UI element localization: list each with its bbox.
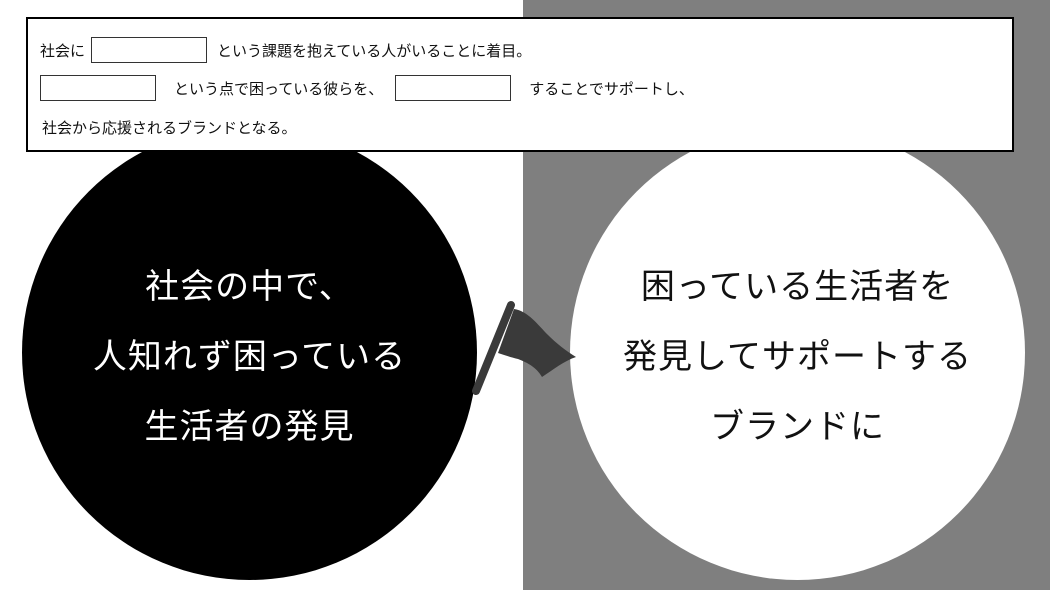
prompt-line-3-text: 社会から応援されるブランドとなる。: [42, 119, 297, 137]
prompt-line-1-after: という課題を抱えている人がいることに着目。: [217, 41, 532, 60]
right-circle-line-1: 困っている生活者を: [640, 266, 955, 307]
prompt-line-2: という点で困っている彼らを、 することでサポートし、: [40, 75, 694, 101]
right-circle-text: 困っている生活者を 発見してサポートする ブランドに: [623, 252, 972, 462]
fill-in-prompt-box: 社会に という課題を抱えている人がいることに着目。 という点で困っている彼らを、…: [26, 17, 1014, 152]
left-circle: 社会の中で、 人知れず困っている 生活者の発見: [22, 125, 477, 580]
prompt-line-1: 社会に という課題を抱えている人がいることに着目。: [40, 37, 531, 63]
left-circle-line-2: 人知れず困っている: [92, 336, 407, 377]
prompt-line-1-before: 社会に: [40, 41, 86, 60]
flag-icon: [472, 301, 576, 395]
flag-cloth: [498, 309, 576, 377]
left-circle-line-3: 生活者の発見: [144, 406, 355, 447]
blank-field-3[interactable]: [395, 75, 512, 101]
blank-field-1[interactable]: [91, 37, 208, 63]
blank-field-2[interactable]: [40, 75, 156, 101]
left-circle-text: 社会の中で、 人知れず困っている 生活者の発見: [93, 252, 406, 462]
right-circle-line-2: 発見してサポートする: [623, 336, 972, 377]
flag-pole: [472, 301, 515, 395]
prompt-line-3: 社会から応援されるブランドとなる。: [42, 117, 297, 138]
prompt-line-2-after: することでサポートし、: [529, 79, 694, 98]
right-circle-line-3: ブランドに: [709, 406, 885, 447]
left-circle-line-1: 社会の中で、: [145, 266, 354, 307]
right-circle: 困っている生活者を 発見してサポートする ブランドに: [570, 125, 1025, 580]
prompt-line-2-middle: という点で困っている彼らを、: [174, 79, 384, 98]
